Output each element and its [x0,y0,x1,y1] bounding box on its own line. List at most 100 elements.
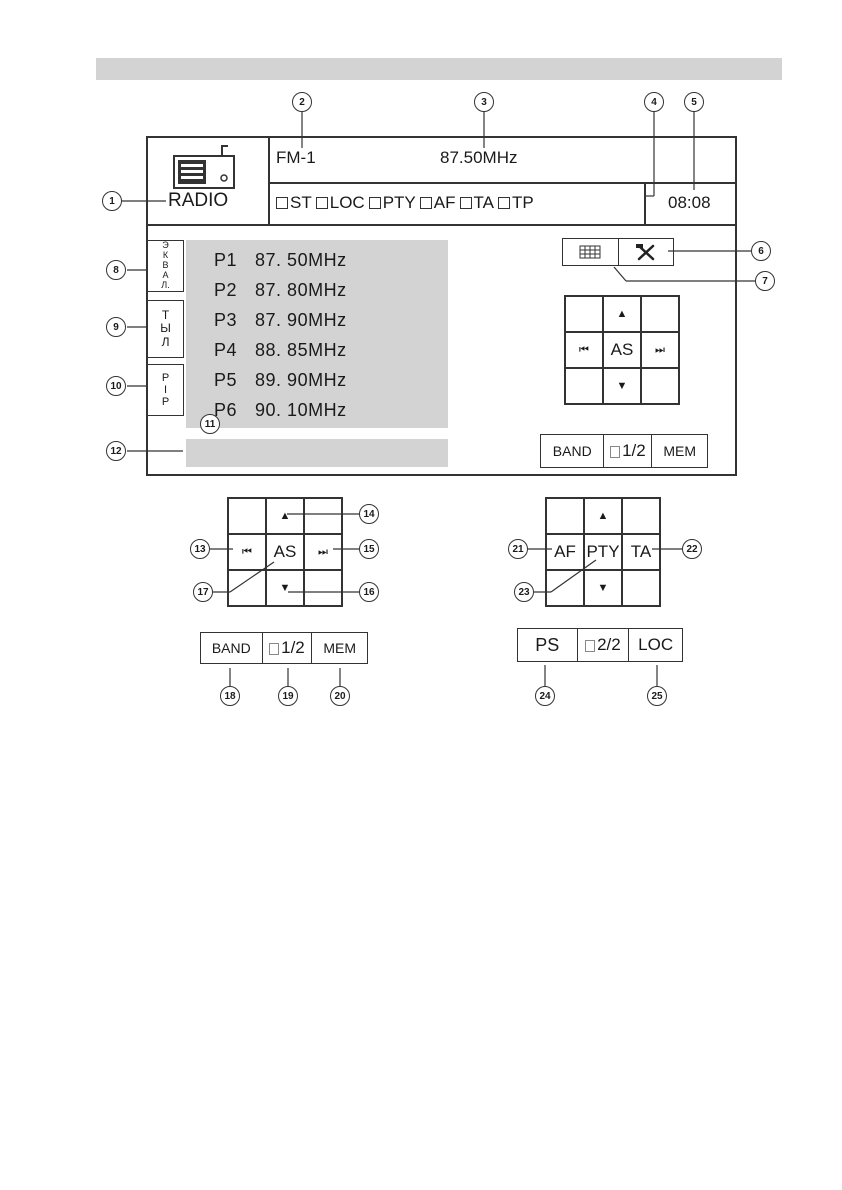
grid-cell [304,498,342,534]
down-arrow-icon: ▼ [279,582,291,594]
page-button[interactable]: 1/2 [603,435,651,467]
mem-button[interactable]: MEM [311,633,367,663]
callout-marker: 23 [514,582,534,602]
bottom-button-bar: BAND 1/2 MEM [540,434,708,468]
down-arrow-icon: ▼ [616,380,628,392]
af-button[interactable]: AF [546,534,584,570]
rds-control-grid: ▲ AF PTY TA ▼ [545,497,661,607]
grid-cell [228,498,266,534]
checkbox-icon [419,197,432,209]
section-header-bar [96,58,782,80]
source-label: RADIO [168,190,229,211]
callout-marker: 20 [330,686,350,706]
checkbox-icon [497,197,510,209]
tuner-control-grid-detail: ▲ ⏮ AS ⏭ ▼ [227,497,343,607]
grid-cell [565,296,603,332]
page-icon [585,640,596,652]
callout-marker: 1 [102,191,122,211]
page-button[interactable]: 1/2 [261,633,312,663]
seek-down-button[interactable]: ▼ [603,368,641,404]
callout-marker: 24 [535,686,555,706]
up-arrow-icon: ▲ [616,308,628,320]
divider [148,224,735,226]
grid-icon [579,245,601,259]
next-button[interactable]: ⏭ [304,534,342,570]
next-button[interactable]: ⏭ [641,332,679,368]
checkbox-icon [276,197,288,209]
callout-marker: 21 [508,539,528,559]
flag-pty: PTY [368,193,416,213]
grid-cell [565,368,603,404]
grid-cell [641,368,679,404]
grid-cell [228,570,266,606]
callout-marker: 16 [359,582,379,602]
up-arrow-icon: ▲ [279,510,291,522]
seek-up-button[interactable]: ▲ [584,498,622,534]
callout-marker: 12 [106,441,126,461]
flag-st: ST [276,193,312,213]
page-icon [269,643,280,655]
callout-marker: 15 [359,539,379,559]
clock-display: 08:08 [668,193,711,212]
callout-marker: 14 [359,504,379,524]
page-button[interactable]: 2/2 [576,629,629,661]
auto-store-button[interactable]: AS [266,534,304,570]
bottom-button-bar-page1: BAND 1/2 MEM [200,632,368,664]
callout-marker: 8 [106,260,126,280]
rds-text-bar [186,439,448,467]
settings-button[interactable] [617,239,674,265]
flag-ta: TA [459,193,494,213]
callout-marker: 3 [474,92,494,112]
icon-button-group [562,238,674,266]
page-icon [610,446,621,458]
flag-af: AF [419,193,456,213]
divider [268,138,270,224]
callout-marker: 2 [292,92,312,112]
callout-marker: 22 [682,539,702,559]
band-indicator: FM-1 [276,148,316,167]
callout-marker: 5 [684,92,704,112]
seek-down-button[interactable]: ▼ [584,570,622,606]
auto-store-button[interactable]: AS [603,332,641,368]
ps-button[interactable]: PS [535,634,560,655]
rds-flags: ST LOC PTY AF TA TP [276,193,534,213]
grid-cell [641,296,679,332]
checkbox-icon [368,197,381,209]
radio-icon [173,145,235,189]
pty-button[interactable]: PTY [584,534,622,570]
mem-button[interactable]: MEM [651,435,707,467]
seek-up-button[interactable]: ▲ [266,498,304,534]
callout-marker: 4 [644,92,664,112]
divider [644,182,646,224]
tools-icon [635,244,654,261]
ta-button[interactable]: TA [622,534,660,570]
flag-loc: LOC [315,193,365,213]
band-button[interactable]: BAND [211,640,251,656]
grid-cell [304,570,342,606]
callout-marker: 13 [190,539,210,559]
radio-screen: RADIO FM-1 87.50MHz ST LOC PTY AF TA TP … [146,136,737,476]
frequency-display: 87.50MHz [440,148,518,167]
up-arrow-icon: ▲ [597,510,609,522]
grid-button[interactable] [563,239,618,265]
down-arrow-icon: ▼ [597,582,609,594]
prev-icon: ⏮ [242,545,252,558]
callout-marker: 9 [106,317,126,337]
prev-button[interactable]: ⏮ [565,332,603,368]
seek-down-button[interactable]: ▼ [266,570,304,606]
band-button[interactable]: BAND [552,443,592,459]
prev-button[interactable]: ⏮ [228,534,266,570]
loc-button[interactable]: LOC [628,629,682,661]
seek-up-button[interactable]: ▲ [603,296,641,332]
grid-cell [546,498,584,534]
callout-marker: 10 [106,376,126,396]
